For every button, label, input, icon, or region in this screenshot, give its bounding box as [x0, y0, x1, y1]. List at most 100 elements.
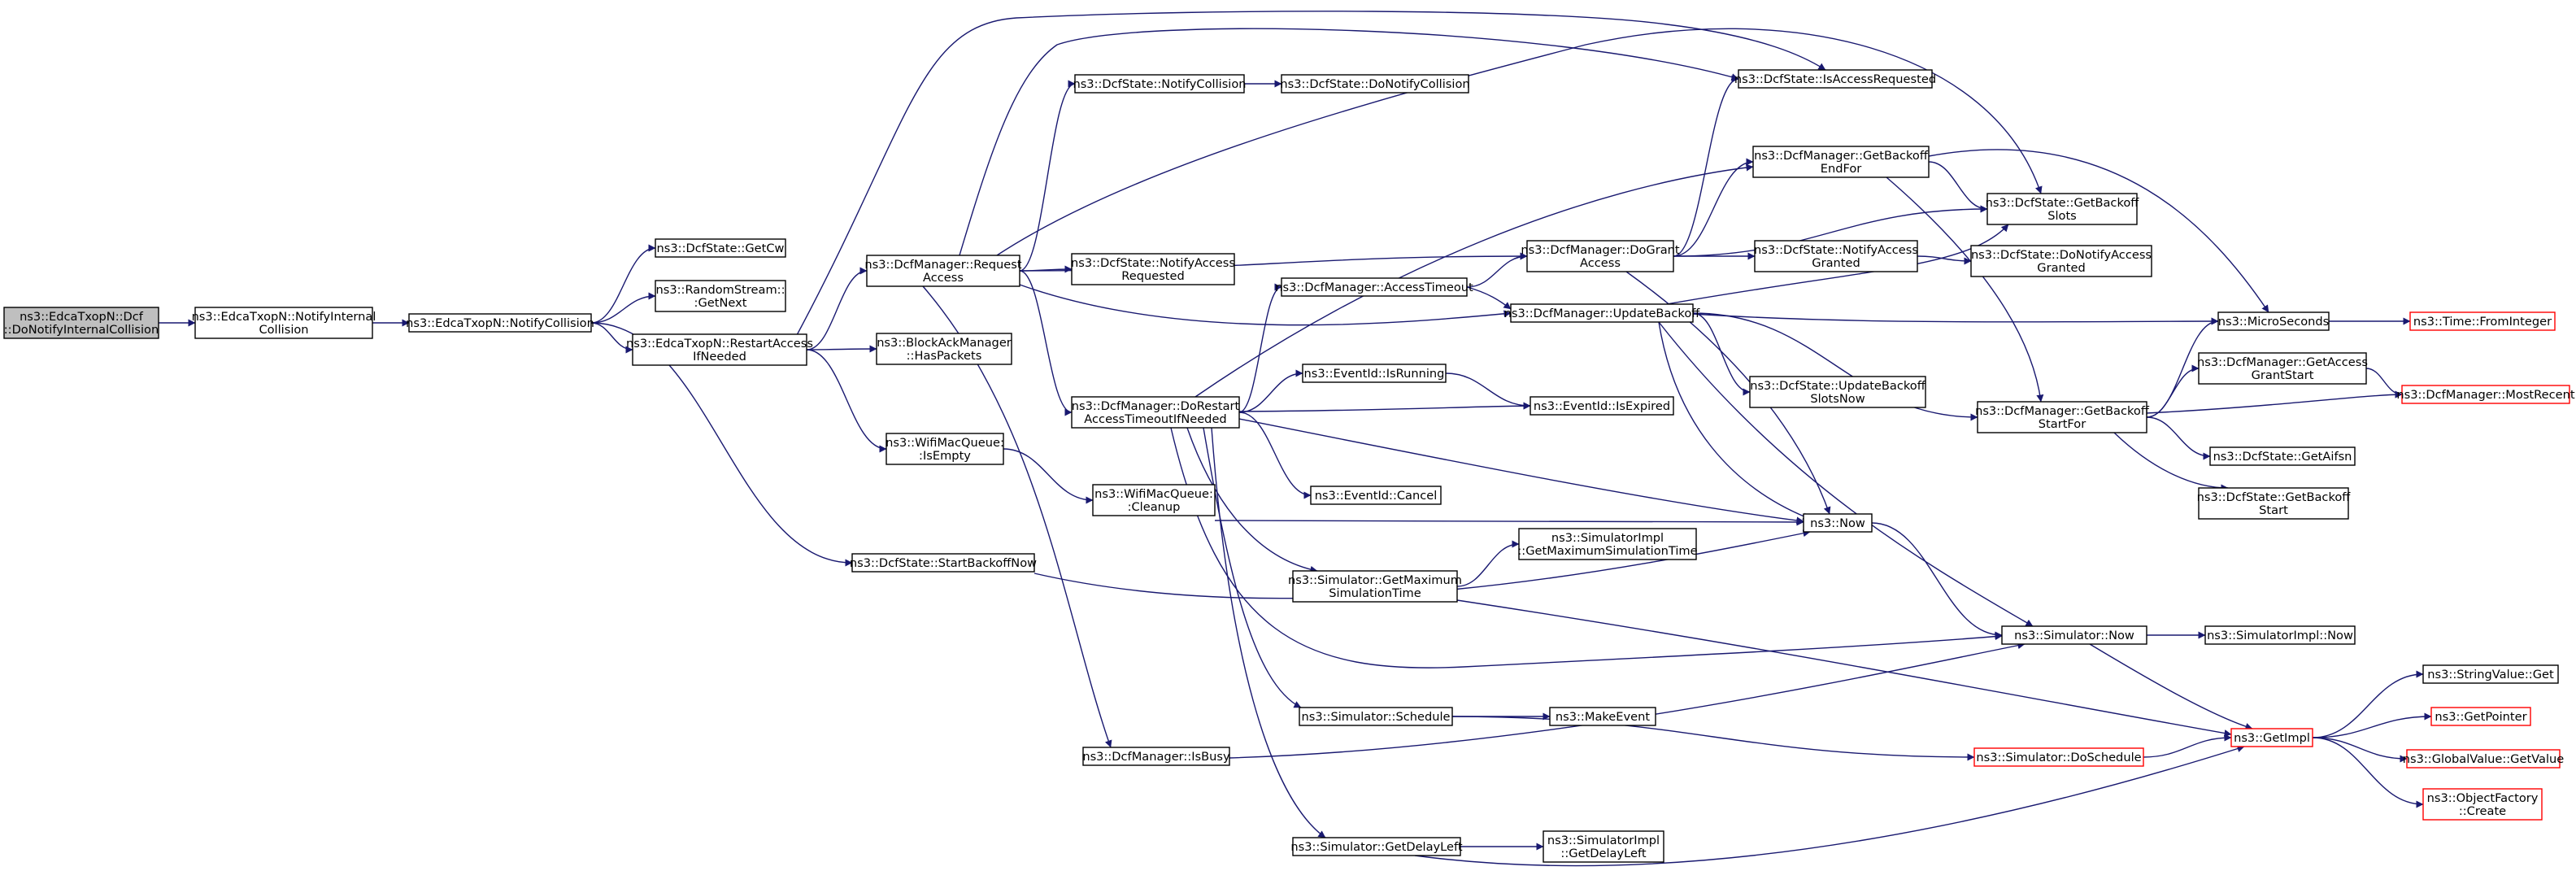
node-box[interactable]	[1803, 513, 1873, 533]
node-box[interactable]	[2198, 487, 2349, 520]
node-box[interactable]	[1970, 245, 2152, 277]
node-box[interactable]	[1754, 240, 1918, 272]
node-box[interactable]	[2409, 311, 2556, 331]
node-simGetMaxTime[interactable]: ns3::Simulator::GetMaximumSimulationTime	[1288, 570, 1462, 603]
node-notifyCollisionEdca[interactable]: ns3::EdcaTxopN::NotifyCollision	[406, 313, 594, 333]
node-implGetMaxTime[interactable]: ns3::SimulatorImpl::GetMaximumSimulation…	[1517, 528, 1698, 560]
node-box[interactable]	[1292, 570, 1458, 603]
node-box[interactable]	[2406, 749, 2561, 769]
node-eventIsExpired[interactable]: ns3::EventId::IsExpired	[1530, 396, 1674, 416]
node-box[interactable]	[2217, 311, 2330, 331]
node-updateBackoff[interactable]: ns3::DcfManager::UpdateBackoff	[1504, 303, 1701, 323]
node-box[interactable]	[851, 553, 1035, 573]
node-box[interactable]	[2430, 707, 2531, 726]
node-box[interactable]	[632, 333, 807, 366]
node-box[interactable]	[1281, 74, 1469, 94]
node-box[interactable]	[1082, 747, 1230, 766]
node-objectFactoryCreate[interactable]: ns3::ObjectFactory::Create	[2422, 788, 2543, 821]
node-notifyInternalCollision[interactable]: ns3::EdcaTxopN::NotifyInternalCollision	[192, 307, 376, 339]
node-accessTimeout[interactable]: ns3::DcfManager::AccessTimeout	[1275, 277, 1473, 297]
node-box[interactable]	[2209, 446, 2356, 466]
node-box[interactable]	[2422, 788, 2543, 821]
node-box[interactable]	[1302, 364, 1447, 383]
node-getCw[interactable]: ns3::DcfState::GetCw	[655, 238, 786, 258]
node-box[interactable]	[886, 433, 1004, 465]
node-box[interactable]	[408, 313, 592, 333]
node-box[interactable]	[1518, 528, 1697, 560]
node-box[interactable]	[2198, 352, 2367, 385]
node-isBusy[interactable]: ns3::DcfManager::IsBusy	[1082, 747, 1230, 766]
node-simSchedule[interactable]: ns3::Simulator::Schedule	[1299, 707, 1453, 726]
node-doNotifyCollision[interactable]: ns3::DcfState::DoNotifyCollision	[1280, 74, 1470, 94]
node-doRestartAccessTimeout[interactable]: ns3::DcfManager::DoRestartAccessTimeoutI…	[1071, 396, 1240, 429]
node-box[interactable]	[1510, 303, 1694, 323]
node-getPointer[interactable]: ns3::GetPointer	[2430, 707, 2531, 726]
node-box[interactable]	[1977, 401, 2147, 433]
node-box[interactable]	[1526, 240, 1674, 272]
node-makeEvent[interactable]: ns3::MakeEvent	[1549, 707, 1656, 726]
node-randomStreamGetNext[interactable]: ns3::RandomStream:::GetNext	[655, 280, 786, 312]
node-getAifsn[interactable]: ns3::DcfState::GetAifsn	[2209, 446, 2356, 466]
node-simDoSchedule[interactable]: ns3::Simulator::DoSchedule	[1973, 747, 2144, 767]
node-box[interactable]	[2422, 664, 2559, 684]
node-implNow[interactable]: ns3::SimulatorImpl::Now	[2204, 625, 2356, 645]
node-eventCancel[interactable]: ns3::EventId::Cancel	[1310, 486, 1442, 505]
node-mostRecent[interactable]: ns3::DcfManager::MostRecent	[2396, 385, 2575, 404]
node-box[interactable]	[1543, 830, 1664, 863]
node-globalValueGetValue[interactable]: ns3::GlobalValue::GetValue	[2403, 749, 2565, 769]
node-box[interactable]	[1071, 253, 1235, 285]
node-box[interactable]	[1530, 396, 1674, 416]
node-box[interactable]	[1738, 69, 1933, 89]
node-wifiCleanup[interactable]: ns3::WifiMacQueue::Cleanup	[1092, 484, 1216, 516]
node-box[interactable]	[3, 307, 159, 339]
node-box[interactable]	[1092, 484, 1216, 516]
node-simNow[interactable]: ns3::Simulator::Now	[2001, 625, 2147, 645]
node-root[interactable]: ns3::EdcaTxopN::Dcf::DoNotifyInternalCol…	[3, 307, 159, 339]
node-implGetDelayLeft[interactable]: ns3::SimulatorImpl::GetDelayLeft	[1543, 830, 1664, 863]
node-dcfNotifyCollision[interactable]: ns3::DcfState::NotifyCollision	[1073, 74, 1247, 94]
node-box[interactable]	[655, 280, 786, 312]
node-simGetDelayLeft[interactable]: ns3::Simulator::GetDelayLeft	[1290, 837, 1463, 856]
node-box[interactable]	[1549, 707, 1656, 726]
node-box[interactable]	[1749, 376, 1926, 408]
node-stringValueGet[interactable]: ns3::StringValue::Get	[2422, 664, 2559, 684]
node-box[interactable]	[1071, 396, 1240, 429]
node-microSeconds[interactable]: ns3::MicroSeconds	[2217, 311, 2330, 331]
node-box[interactable]	[2401, 385, 2570, 404]
node-box[interactable]	[2204, 625, 2356, 645]
node-box[interactable]	[1292, 837, 1461, 856]
node-wifiIsEmpty[interactable]: ns3::WifiMacQueue::IsEmpty	[886, 433, 1004, 465]
node-isAccessRequested[interactable]: ns3::DcfState::IsAccessRequested	[1734, 69, 1936, 89]
node-box[interactable]	[2230, 728, 2313, 747]
node-now[interactable]: ns3::Now	[1803, 513, 1873, 533]
node-timeFromInteger[interactable]: ns3::Time::FromInteger	[2409, 311, 2556, 331]
node-startBackoffNow[interactable]: ns3::DcfState::StartBackoffNow	[850, 553, 1037, 573]
node-getImpl[interactable]: ns3::GetImpl	[2230, 728, 2313, 747]
node-box[interactable]	[194, 307, 373, 339]
node-box[interactable]	[876, 333, 1012, 365]
node-box[interactable]	[1986, 193, 2138, 225]
node-box[interactable]	[655, 238, 786, 258]
node-box[interactable]	[1310, 486, 1442, 505]
node-box[interactable]	[2001, 625, 2147, 645]
node-box[interactable]	[1752, 146, 1930, 178]
node-box[interactable]	[1973, 747, 2144, 767]
node-eventIsRunning[interactable]: ns3::EventId::IsRunning	[1302, 364, 1447, 383]
node-box[interactable]	[1281, 277, 1468, 297]
node-box[interactable]	[1299, 707, 1453, 726]
node-box[interactable]	[866, 255, 1020, 287]
node-box[interactable]	[1074, 74, 1245, 94]
node-hasPackets[interactable]: ns3::BlockAckManager::HasPackets	[876, 333, 1012, 365]
